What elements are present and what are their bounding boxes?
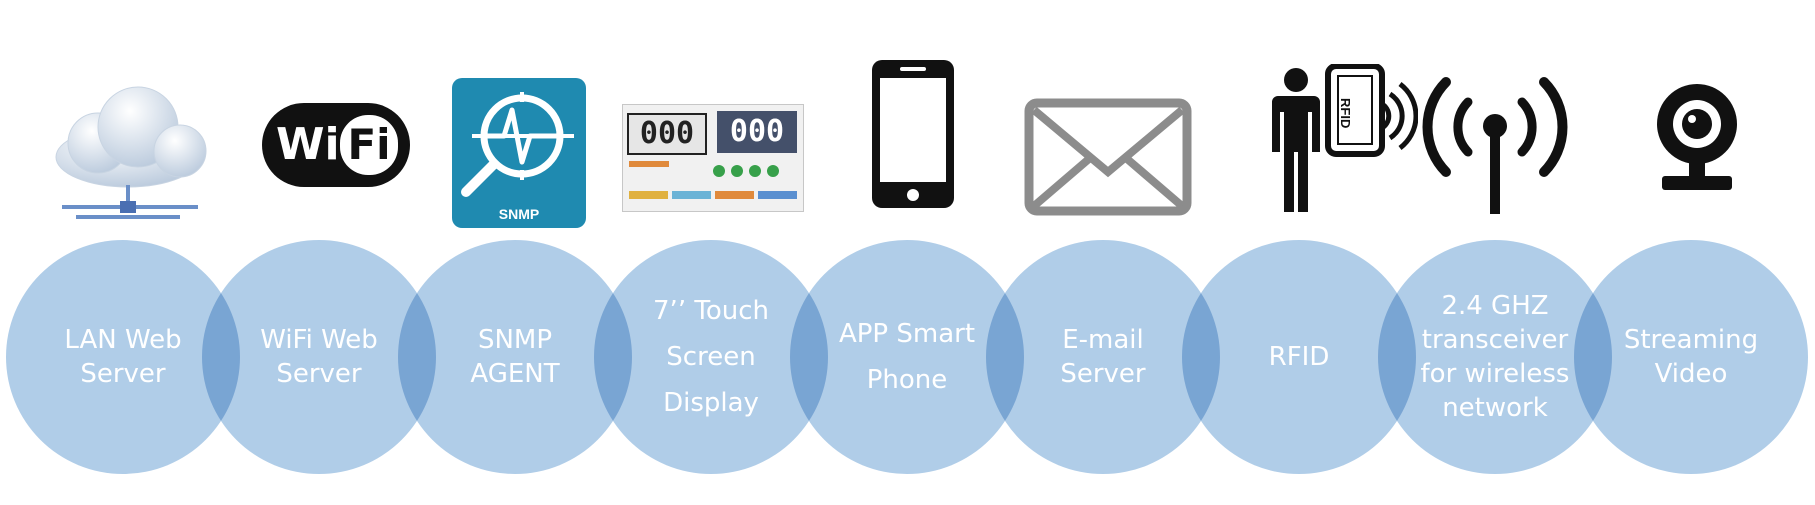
- smartphone-icon: [872, 60, 954, 208]
- wireless-antenna-icon: [1422, 77, 1568, 214]
- circle-rfid: [1182, 240, 1416, 474]
- display-left-digits: 000: [627, 113, 707, 155]
- wifi-logo-right-text: Fi: [340, 115, 398, 175]
- circle-streaming-video: [1574, 240, 1808, 474]
- circle-touch-screen-display: [594, 240, 828, 474]
- rfid-person-icon: [1272, 64, 1418, 212]
- snmp-logo-text: SNMP: [498, 206, 540, 222]
- snmp-logo-icon: SNMP: [452, 78, 586, 228]
- envelope-icon: [1024, 98, 1192, 216]
- wifi-logo-icon: Wi Fi: [262, 103, 410, 187]
- touch-display-icon: 000 000: [622, 104, 804, 212]
- circle-wireless-transceiver: [1378, 240, 1612, 474]
- circle-email-server: [986, 240, 1220, 474]
- circle-wifi-web-server: [202, 240, 436, 474]
- circle-app-smart-phone: [790, 240, 1024, 474]
- webcam-icon: [1657, 84, 1737, 190]
- cloud-network-icon: [55, 86, 207, 219]
- display-right-digits: 000: [717, 111, 797, 153]
- circle-snmp-agent: [398, 240, 632, 474]
- wifi-logo-left-text: Wi: [276, 119, 340, 170]
- circle-lan-web-server: [6, 240, 240, 474]
- magnifier-pulse-icon: [461, 92, 574, 197]
